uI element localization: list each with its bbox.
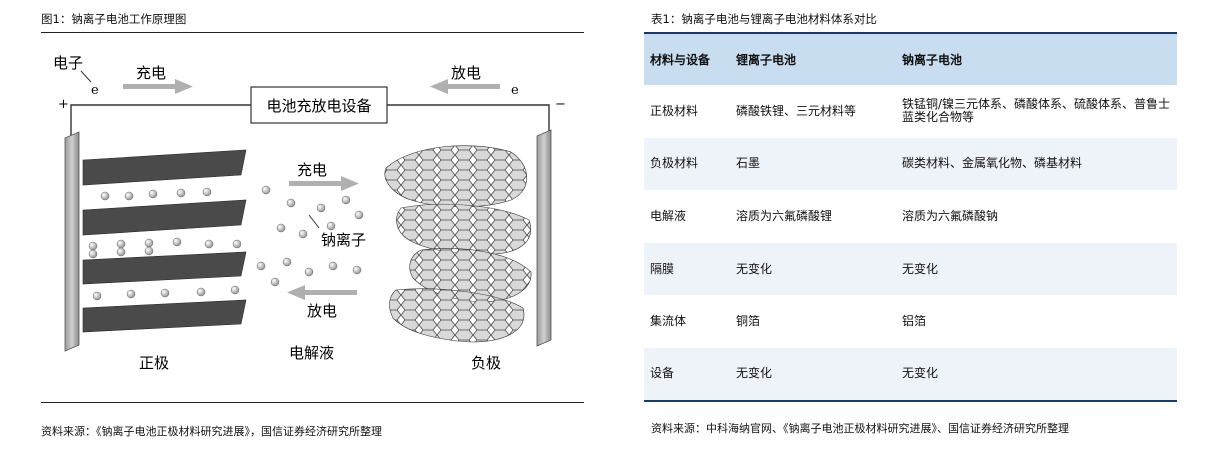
figure-bottom-rule [41, 402, 584, 403]
charge-label-top: 充电 [136, 64, 166, 82]
header-cell: 钠离子电池 [902, 53, 963, 67]
battery-diagram: 电池充放电设备 电子 e e 充电 放电 + − [41, 40, 584, 396]
table-cell: 无变化 [736, 366, 773, 381]
table-cell: 碳类材料、金属氧化物、磷基材料 [902, 156, 1083, 171]
table-row: 电解液 溶质为六氟磷酸锂 溶质为六氟磷酸钠 [644, 190, 1177, 243]
discharge-arrow-top [430, 79, 500, 94]
table-row: 正极材料 磷酸铁锂、三元材料等 铁锰铜/镍三元体系、磷酸体系、硫酸体系、普鲁士蓝… [644, 85, 1177, 138]
electrolyte-label: 电解液 [289, 344, 334, 362]
table-source: 资料来源：中科海纳官网、《钠离子电池正极材料研究进展》、国信证券经济研究所整理 [651, 422, 1069, 435]
table-row: 设备 无变化 无变化 [644, 347, 1177, 401]
table-cell: 集流体 [650, 314, 687, 329]
figure-title: 图1：钠离子电池工作原理图 [41, 12, 187, 26]
table-cell: 负极材料 [650, 156, 699, 171]
minus-sign: − [555, 97, 566, 112]
comparison-table-wrapper: 材料与设备 锂离子电池 钠离子电池 正极材料 磷酸铁锂、三元材料等 铁锰铜/镍三… [644, 32, 1177, 402]
table-cell: 石墨 [736, 156, 761, 171]
table-cell: 磷酸铁锂、三元材料等 [736, 103, 857, 118]
plus-sign: + [58, 97, 69, 112]
table-cell: 电解液 [650, 208, 687, 223]
anode-carbon-structure [384, 145, 532, 343]
table-row: 隔膜 无变化 无变化 [644, 242, 1177, 296]
sodium-ion-pointer [308, 214, 320, 229]
table-header-row: 材料与设备 锂离子电池 钠离子电池 [644, 33, 1177, 85]
table-cell: 无变化 [902, 366, 939, 381]
electron-symbol-left: e [91, 83, 99, 98]
cathode-label: 正极 [139, 354, 169, 372]
table-cell: 无变化 [736, 261, 773, 276]
cathode-ions [88, 187, 242, 301]
table-cell: 隔膜 [650, 261, 675, 276]
cathode-layers [82, 149, 247, 333]
electrolyte-ions [256, 185, 364, 287]
table-cell: 铝箔 [902, 314, 927, 329]
sodium-ion-label: 钠离子 [321, 231, 366, 249]
table-cell: 设备 [650, 366, 675, 381]
comparison-table: 材料与设备 锂离子电池 钠离子电池 正极材料 磷酸铁锂、三元材料等 铁锰铜/镍三… [644, 32, 1177, 402]
electron-label: 电子 [53, 54, 83, 72]
header-cell: 材料与设备 [650, 53, 711, 67]
charge-device-box [250, 86, 388, 124]
device-label: 电池充放电设备 [266, 97, 371, 115]
table-row: 集流体 铜箔 铝箔 [644, 295, 1177, 348]
electron-pointer [80, 70, 92, 83]
table-title: 表1：钠离子电池与锂离子电池材料体系对比 [651, 12, 877, 26]
table-cell: 正极材料 [650, 103, 699, 118]
figure-top-rule [41, 32, 584, 33]
discharge-arrow-mid [287, 285, 357, 300]
circuit-wire [70, 104, 550, 140]
charge-label-mid: 充电 [297, 161, 327, 179]
table-cell: 溶质为六氟磷酸锂 [736, 208, 833, 223]
discharge-label-mid: 放电 [307, 302, 337, 320]
anode-plate [536, 129, 552, 347]
discharge-label-top: 放电 [451, 64, 481, 82]
table-cell: 铁锰铜/镍三元体系、磷酸体系、硫酸体系、普鲁士蓝类化合物等 [902, 97, 1171, 125]
charge-arrow-top [123, 79, 193, 94]
table-cell: 铜箔 [736, 314, 761, 329]
anode-label: 负极 [471, 354, 501, 372]
cathode-plate [64, 131, 80, 352]
table-cell: 溶质为六氟磷酸钠 [902, 208, 999, 223]
header-cell: 锂离子电池 [736, 53, 797, 67]
electron-symbol-right: e [511, 83, 519, 98]
table-row: 负极材料 石墨 碳类材料、金属氧化物、磷基材料 [644, 137, 1177, 191]
figure-source: 资料来源：《钠离子电池正极材料研究进展》，国信证券经济研究所整理 [41, 425, 382, 438]
charge-arrow-mid [289, 176, 359, 191]
table-cell: 无变化 [902, 261, 939, 276]
